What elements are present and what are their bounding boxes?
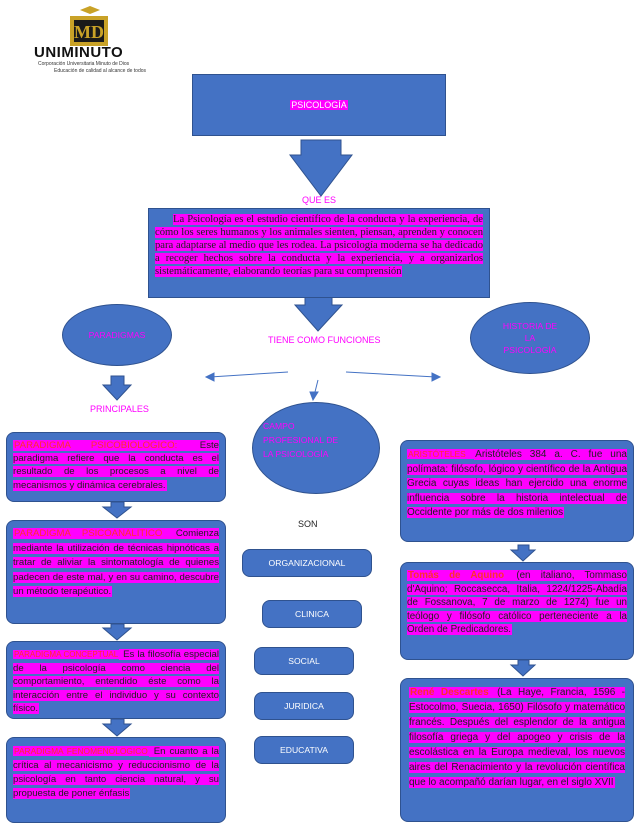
history-heading: Tomás de Aquino bbox=[407, 570, 506, 581]
field-label: SOCIAL bbox=[288, 656, 320, 666]
paradigm-box-psicoanalitico: PARADIGMA PSICOANALITICO Comienza median… bbox=[6, 520, 226, 624]
logo-mark: MD bbox=[74, 22, 104, 42]
que-es-label: QUE ES bbox=[302, 195, 337, 205]
history-box-aquino: Tomás de Aquino (en italiano, Tommaso d'… bbox=[400, 562, 634, 660]
son-label: SON bbox=[298, 519, 318, 529]
field-organizacional: ORGANIZACIONAL bbox=[242, 549, 372, 577]
field-label: JURIDICA bbox=[284, 701, 324, 711]
campo-node: CAMPO PROFESIONAL DE LA PSICOLOGÍA bbox=[252, 402, 380, 494]
arrow-down-icon bbox=[509, 544, 537, 562]
field-social: SOCIAL bbox=[254, 647, 354, 675]
field-label: EDUCATIVA bbox=[280, 745, 328, 755]
logo-emblem-icon: MD bbox=[70, 6, 108, 46]
field-label: ORGANIZACIONAL bbox=[268, 558, 346, 568]
historia-line-1: HISTORIA DE bbox=[502, 321, 558, 331]
campo-line-2: PROFESIONAL DE bbox=[263, 435, 339, 445]
funciones-label: TIENE COMO FUNCIONES bbox=[268, 335, 381, 345]
arrow-down-icon bbox=[101, 375, 133, 401]
campo-line-1: CAMPO bbox=[263, 421, 295, 431]
paradigm-box-fenomenologico: PARADIGMA FENOMENOLOGICO En cuanto a la … bbox=[6, 737, 226, 823]
uniminuto-logo: MD UNIMINUTO Corporación Universitaria M… bbox=[34, 6, 164, 78]
paradigm-heading: PARADIGMA PSICOANALITICO bbox=[13, 528, 164, 539]
paradigm-heading: PARADIGMA PSICOBIOLOGICO: bbox=[13, 440, 179, 451]
arrow-down-icon bbox=[509, 659, 537, 677]
arrow-down-icon bbox=[101, 623, 133, 641]
field-label: CLINICA bbox=[295, 609, 329, 619]
paradigmas-label: PARADIGMAS bbox=[88, 330, 146, 340]
logo-sub1: Corporación Universitaria Minuto de Dios bbox=[38, 61, 130, 67]
campo-line-3: LA PSICOLOGÍA bbox=[263, 449, 329, 459]
historia-line-2: LA bbox=[524, 333, 536, 343]
title-box: PSICOLOGÍA bbox=[192, 74, 446, 136]
history-heading: René Descartes bbox=[409, 687, 490, 698]
history-box-descartes: René Descartes (La Haye, Francia, 1596 -… bbox=[400, 678, 634, 822]
historia-line-3: PSICOLOGÍA bbox=[503, 345, 557, 355]
arrow-down-icon bbox=[288, 139, 354, 197]
principales-label: PRINCIPALES bbox=[90, 404, 149, 414]
page-title: PSICOLOGÍA bbox=[290, 100, 348, 110]
definition-box: La Psicología es el estudio científico d… bbox=[148, 208, 490, 298]
arrow-down-icon bbox=[101, 718, 133, 737]
paradigm-heading: PARADIGMA FENOMENOLOGICO bbox=[13, 746, 149, 756]
history-body: (La Haye, Francia, 1596 - Estocolmo, Sue… bbox=[409, 687, 626, 788]
paradigmas-node: PARADIGMAS bbox=[62, 304, 172, 366]
paradigm-heading: PARADIGMA CONCEPTUAL bbox=[13, 650, 120, 659]
field-educativa: EDUCATIVA bbox=[254, 736, 354, 764]
definition-text: La Psicología es el estudio científico d… bbox=[155, 214, 483, 277]
field-juridica: JURIDICA bbox=[254, 692, 354, 720]
logo-brand: UNIMINUTO bbox=[34, 44, 124, 61]
history-heading: ARISTÓTELES bbox=[407, 449, 475, 459]
arrow-down-icon bbox=[101, 501, 133, 519]
arrow-down-icon bbox=[293, 295, 344, 332]
logo-sub2: Educación de calidad al alcance de todos bbox=[54, 68, 147, 74]
field-clinica: CLINICA bbox=[262, 600, 362, 628]
history-body: Aristóteles 384 a. C. fue una polímata: … bbox=[407, 449, 627, 518]
historia-node: HISTORIA DE LA PSICOLOGÍA bbox=[470, 302, 590, 374]
paradigm-box-conceptual: PARADIGMA CONCEPTUAL Es la filosofía esp… bbox=[6, 641, 226, 719]
paradigm-box-psicobiologico: PARADIGMA PSICOBIOLOGICO: Este paradigma… bbox=[6, 432, 226, 502]
history-box-aristoteles: ARISTÓTELES Aristóteles 384 a. C. fue un… bbox=[400, 440, 634, 542]
